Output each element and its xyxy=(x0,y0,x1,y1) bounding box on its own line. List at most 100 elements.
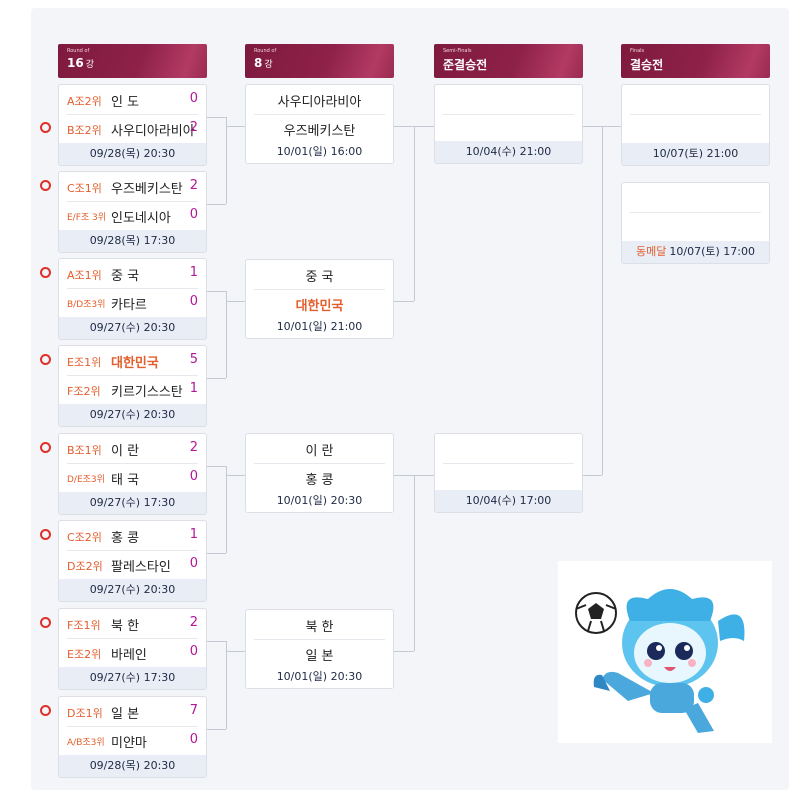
team-rank: C조2위 xyxy=(67,531,102,544)
team-name: 북 한 xyxy=(111,619,140,634)
team-score: 0 xyxy=(189,644,198,659)
advance-circle-icon xyxy=(40,267,51,278)
sf-match-card[interactable]: 10/04(수) 21:00 xyxy=(434,84,583,164)
advance-circle-icon xyxy=(40,122,51,133)
team-rank: E/F조 3위 xyxy=(67,213,107,223)
team-row: F조1위 북 한 2 xyxy=(59,609,206,637)
team-name: 대한민국 xyxy=(295,299,344,314)
bracket-line xyxy=(602,126,603,475)
header-subtitle: Round of xyxy=(254,48,277,54)
header-subtitle: Finals xyxy=(630,48,645,54)
team-rank: F조1위 xyxy=(67,619,101,632)
team-score: 0 xyxy=(189,469,198,484)
divider xyxy=(67,375,198,376)
match-date: 10/04(수) 17:00 xyxy=(435,490,582,512)
divider xyxy=(67,114,198,115)
team-name: 중 국 xyxy=(305,270,334,285)
bracket-line xyxy=(207,204,226,205)
divider xyxy=(443,463,574,464)
match-date: 10/01(일) 21:00 xyxy=(246,316,393,338)
bracket-line xyxy=(394,126,414,127)
header-finals: Finals 결승전 xyxy=(621,44,770,78)
soccer-ball-icon xyxy=(575,592,617,634)
bracket-line xyxy=(207,291,226,292)
team-name: 중 국 xyxy=(111,269,140,284)
team-score: 1 xyxy=(189,527,198,542)
header-title-text: 8 xyxy=(254,56,263,70)
bracket-line xyxy=(414,126,415,301)
team-name: 바레인 xyxy=(111,648,147,663)
team-rank: D/E조3위 xyxy=(67,475,105,485)
bracket-line xyxy=(414,475,434,476)
advance-circle-icon xyxy=(40,354,51,365)
divider xyxy=(67,463,198,464)
team-name: 이 란 xyxy=(111,444,140,459)
bracket-line xyxy=(226,301,245,302)
bracket-line xyxy=(207,641,226,642)
team-name: 팔레스타인 xyxy=(111,560,171,575)
divider xyxy=(67,201,198,202)
divider xyxy=(254,114,385,115)
header-subtitle: Round of xyxy=(67,48,90,54)
team-name: 태 국 xyxy=(111,473,140,488)
divider xyxy=(630,114,761,115)
bracket-line xyxy=(226,117,227,204)
team-score: 0 xyxy=(189,207,198,222)
sf-match-card[interactable]: 10/04(수) 17:00 xyxy=(434,433,583,513)
team-name: 카타르 xyxy=(111,298,147,313)
match-date: 10/07(토) 17:00 xyxy=(669,245,755,258)
match-date: 09/27(수) 17:30 xyxy=(59,667,206,689)
match-date: 09/27(수) 20:30 xyxy=(59,317,206,339)
team-score: 0 xyxy=(189,294,198,309)
bracket-line xyxy=(207,553,226,554)
team-name: 일 본 xyxy=(305,649,334,664)
match-date: 09/27(수) 20:30 xyxy=(59,579,206,601)
bracket-line xyxy=(226,466,227,553)
team-name: 홍 콩 xyxy=(305,473,334,488)
bracket-line xyxy=(394,301,414,302)
team-name: 대한민국 xyxy=(111,356,159,371)
header-title: 결승전 xyxy=(630,56,663,73)
team-name: 사우디아라비아 xyxy=(111,124,195,139)
team-row: D/E조3위 태 국 0 xyxy=(59,463,206,491)
team-score: 0 xyxy=(189,556,198,571)
header-title: 준결승전 xyxy=(443,56,487,73)
bracket-line xyxy=(583,126,602,127)
divider xyxy=(443,114,574,115)
divider xyxy=(254,463,385,464)
divider xyxy=(67,288,198,289)
bracket-line xyxy=(207,729,226,730)
divider xyxy=(67,550,198,551)
bracket-line xyxy=(394,651,414,652)
team-score: 2 xyxy=(189,120,198,135)
header-title-text: 16 xyxy=(67,56,84,70)
header-unit: 강 xyxy=(264,60,273,70)
team-name: 인 도 xyxy=(111,95,140,110)
match-date: 10/01(일) 20:30 xyxy=(246,666,393,688)
team-score: 2 xyxy=(189,615,198,630)
bracket-line xyxy=(226,291,227,378)
final-match-card[interactable]: 10/07(토) 21:00 xyxy=(621,84,770,166)
